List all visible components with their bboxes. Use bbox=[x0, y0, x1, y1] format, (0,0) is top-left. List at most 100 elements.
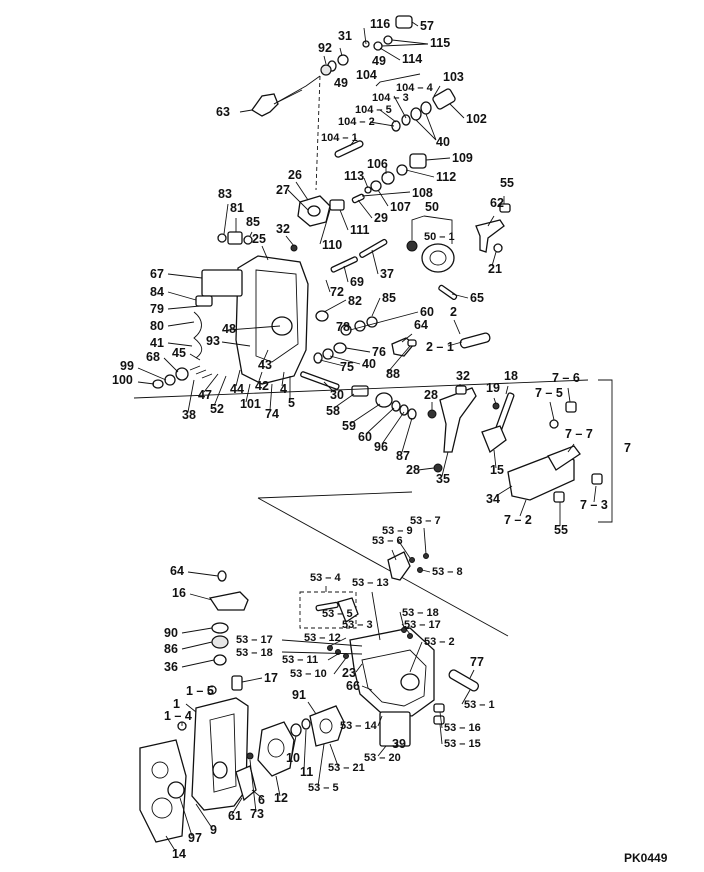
leader-66 bbox=[361, 685, 373, 691]
leader-53-13 bbox=[371, 591, 381, 641]
callout-c50-1: 50 – 1 bbox=[424, 231, 455, 243]
leader-53-7 bbox=[423, 527, 427, 555]
part-28a-shape bbox=[427, 409, 437, 419]
callout-c65: 65 bbox=[470, 291, 484, 305]
part-53-8-shape bbox=[417, 567, 423, 573]
governor-housing-shape bbox=[235, 255, 309, 385]
callout-c18: 18 bbox=[504, 369, 518, 383]
leader-40b bbox=[329, 355, 361, 365]
group-7-bracket bbox=[598, 379, 613, 523]
callout-c99: 99 bbox=[120, 359, 134, 373]
leader-79 bbox=[167, 305, 201, 310]
part-48-disc-shape bbox=[271, 316, 293, 336]
callout-c45: 45 bbox=[172, 346, 186, 360]
callout-c53-7: 53 – 7 bbox=[410, 515, 441, 527]
part-2-shape bbox=[459, 332, 491, 349]
leader-explosion-upper bbox=[133, 379, 589, 399]
callout-c53-1: 53 – 1 bbox=[464, 699, 495, 711]
leader-2-1 bbox=[447, 341, 463, 347]
callout-c60a: 60 bbox=[420, 305, 434, 319]
part-7-3-shape bbox=[591, 473, 603, 485]
callout-c67: 67 bbox=[150, 267, 164, 281]
callout-c104-3: 104 – 3 bbox=[372, 92, 409, 104]
part-40a-shape bbox=[420, 101, 432, 115]
callout-c64b: 64 bbox=[170, 564, 184, 578]
leader-110 bbox=[319, 209, 331, 245]
part-17-shape bbox=[231, 675, 243, 691]
leader-88 bbox=[387, 345, 411, 373]
leader-44 bbox=[235, 369, 241, 387]
callout-c104-4: 104 – 4 bbox=[396, 82, 434, 94]
part-14-hole-lower bbox=[151, 797, 173, 819]
leader-lines bbox=[137, 21, 597, 853]
part-21-shape bbox=[493, 243, 503, 253]
leader-102 bbox=[449, 103, 465, 119]
leader-39 bbox=[395, 741, 399, 747]
leader-45 bbox=[189, 353, 201, 361]
leader-63-c bbox=[273, 89, 303, 105]
callout-c85b: 85 bbox=[382, 291, 396, 305]
callout-c101: 101 bbox=[240, 397, 261, 411]
callout-c28b: 28 bbox=[406, 463, 420, 477]
leader-18 bbox=[505, 385, 509, 395]
callout-c53-6: 53 – 6 bbox=[372, 535, 403, 547]
part-112-shape bbox=[396, 164, 408, 176]
leader-7-6 bbox=[567, 387, 571, 403]
part-50-shape bbox=[421, 243, 455, 273]
callout-c37: 37 bbox=[380, 267, 394, 281]
leader-27 bbox=[287, 189, 309, 211]
leader-73 bbox=[249, 759, 257, 813]
callout-c77: 77 bbox=[470, 655, 484, 669]
part-109-shape bbox=[409, 153, 427, 169]
leader-75 bbox=[319, 359, 345, 367]
part-59-shape bbox=[375, 392, 393, 408]
callout-c104-1: 104 – 1 bbox=[321, 132, 358, 144]
callout-c97: 97 bbox=[188, 831, 202, 845]
callout-c113: 113 bbox=[344, 169, 364, 183]
part-12-inner bbox=[267, 738, 285, 758]
callout-c21: 21 bbox=[488, 262, 502, 276]
callout-c74: 74 bbox=[265, 407, 279, 421]
callout-c53-16: 53 – 16 bbox=[444, 722, 481, 734]
leader-17 bbox=[241, 677, 263, 683]
callout-c32b: 32 bbox=[456, 369, 470, 383]
part-84-shape bbox=[195, 295, 213, 307]
leader-35 bbox=[441, 451, 449, 477]
leader-62 bbox=[487, 215, 495, 227]
callout-c39: 39 bbox=[392, 737, 406, 751]
leader-2 bbox=[453, 319, 461, 335]
leader-21 bbox=[491, 251, 497, 267]
part-55a-shape bbox=[499, 203, 511, 213]
leader-69 bbox=[343, 265, 349, 283]
part-12-shape bbox=[257, 721, 295, 777]
leader-37 bbox=[371, 249, 379, 275]
callout-c76: 76 bbox=[372, 345, 386, 359]
callout-c53-10: 53 – 10 bbox=[290, 668, 327, 680]
part-115-shape bbox=[383, 35, 393, 45]
part-88-shape bbox=[407, 339, 417, 347]
callout-c7-5: 7 – 5 bbox=[535, 386, 563, 400]
leader-40a bbox=[415, 113, 437, 141]
leader-41 bbox=[167, 342, 193, 347]
leader-100 bbox=[137, 381, 155, 385]
callout-c7-3: 7 – 3 bbox=[580, 498, 608, 512]
leader-107 bbox=[377, 189, 389, 207]
callout-c53-5b: 53 – 5 bbox=[308, 782, 339, 794]
callout-c49b: 49 bbox=[334, 76, 348, 90]
part-104-4-shape bbox=[410, 107, 422, 121]
callout-c2-1: 2 – 1 bbox=[426, 340, 454, 354]
callout-c43: 43 bbox=[258, 358, 272, 372]
callout-c1-5: 1 – 5 bbox=[186, 684, 214, 698]
callout-c111: 111 bbox=[350, 223, 370, 237]
leader-91 bbox=[307, 701, 317, 715]
callout-c107: 107 bbox=[390, 200, 411, 214]
part-53-15-shape bbox=[433, 715, 445, 725]
part-53-12-shape bbox=[327, 645, 333, 651]
leader-34 bbox=[495, 485, 513, 497]
part-7-5-shape bbox=[549, 419, 559, 429]
part-50-1-shape bbox=[406, 240, 418, 252]
callout-c73: 73 bbox=[250, 807, 264, 821]
leader-90 bbox=[181, 627, 213, 634]
leader-86 bbox=[181, 641, 213, 650]
